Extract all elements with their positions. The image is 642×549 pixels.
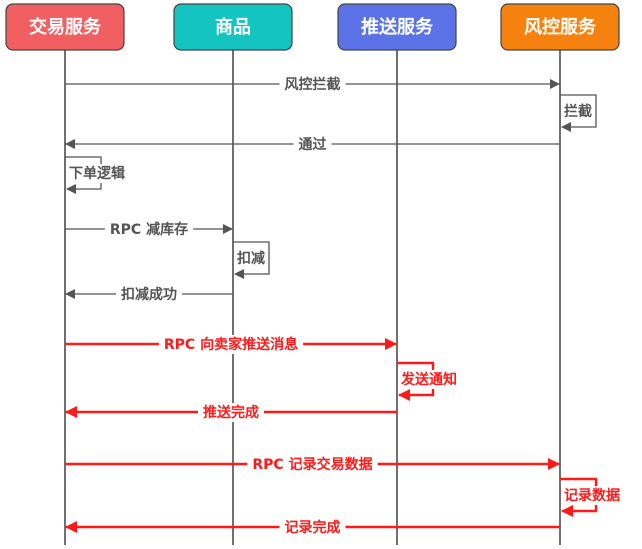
self-message-arrow	[560, 94, 597, 132]
actor-push: 推送服务	[337, 3, 457, 51]
actor-box	[5, 3, 125, 51]
label-background	[67, 164, 127, 183]
message-label: 推送完成	[203, 404, 259, 421]
message-8: 发送通知	[397, 361, 459, 401]
actor-label: 交易服务	[29, 16, 102, 38]
label-background	[562, 486, 622, 505]
label-background	[104, 220, 194, 239]
actor-box	[500, 3, 620, 51]
message-label: 扣减	[237, 250, 265, 267]
label-background	[116, 285, 182, 304]
label-background	[247, 455, 378, 474]
actor-label: 商品	[215, 16, 251, 38]
actor-trade: 交易服务	[5, 3, 125, 51]
message-label: 风控拦截	[285, 76, 341, 93]
message-5: 扣减	[233, 241, 270, 279]
actor-goods: 商品	[173, 3, 293, 51]
message-label: 记录完成	[285, 519, 341, 536]
label-background	[293, 135, 332, 154]
actor-box	[173, 3, 293, 51]
message-3: 下单逻辑	[65, 156, 127, 194]
message-label: 扣减成功	[121, 286, 177, 303]
message-10: RPC 记录交易数据	[65, 455, 560, 474]
message-label: 下单逻辑	[69, 165, 125, 182]
label-background	[279, 75, 346, 94]
message-label: RPC 向卖家推送消息	[164, 336, 298, 353]
label-background	[398, 370, 459, 389]
message-label: RPC 减库存	[110, 221, 188, 238]
self-message-arrow	[233, 241, 270, 279]
message-label: 记录数据	[564, 487, 620, 504]
label-background	[279, 518, 346, 537]
actor-box	[337, 3, 457, 51]
message-12: 记录完成	[65, 518, 560, 537]
actor-label: 推送服务	[361, 16, 434, 38]
label-background	[562, 102, 594, 121]
message-7: RPC 向卖家推送消息	[65, 335, 397, 354]
message-4: RPC 减库存	[65, 220, 233, 239]
actor-risk: 风控服务	[500, 3, 620, 51]
message-label: 发送通知	[400, 371, 457, 388]
message-0: 风控拦截	[65, 75, 560, 94]
message-1: 拦截	[560, 94, 597, 132]
message-11: 记录数据	[560, 477, 622, 517]
message-2: 通过	[65, 135, 560, 154]
label-background	[158, 335, 304, 354]
label-background	[235, 249, 267, 268]
message-label: RPC 记录交易数据	[252, 456, 372, 473]
message-6: 扣减成功	[65, 285, 233, 304]
message-label: 通过	[299, 136, 327, 153]
message-9: 推送完成	[65, 403, 397, 422]
label-background	[198, 403, 264, 422]
message-label: 拦截	[564, 103, 592, 120]
actor-label: 风控服务	[524, 16, 597, 38]
